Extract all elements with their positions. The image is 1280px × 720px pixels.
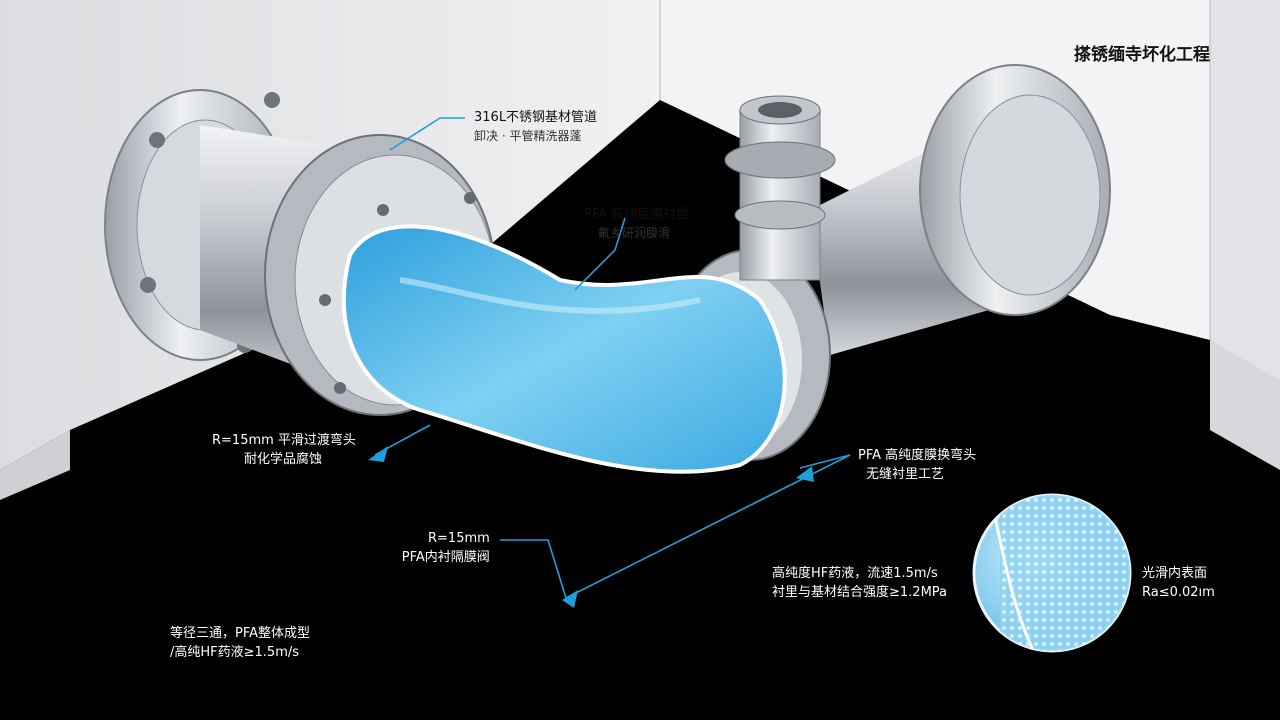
callout-tee-line2: /高纯HF药液≥1.5m/s bbox=[170, 645, 300, 660]
leader-arrows bbox=[368, 446, 814, 608]
pfa-lining-elbow bbox=[341, 224, 787, 474]
leader-lines bbox=[374, 117, 851, 600]
callout-pfa-lining-line2: 氟乡研润膜滑 bbox=[598, 226, 671, 240]
callout-hf-flow-line2: 衬里与基材结合强度≥1.2MPa bbox=[772, 585, 948, 600]
callout-seamless-line1: PFA 高纯度膜换弯头 bbox=[858, 448, 977, 463]
callout-seamless: PFA 高纯度膜换弯头 无缝衬里工艺 bbox=[858, 446, 976, 484]
callout-base-pipe-line2: 卸决 · 平管精洗器蓬 bbox=[474, 129, 582, 143]
callout-elbow: R=15mm 平滑过渡弯头 耐化学品腐蚀 bbox=[212, 431, 356, 469]
callout-base-pipe: 316L不锈钢基材管道 卸决 · 平管精洗器蓬 bbox=[474, 108, 597, 146]
callout-surface-line2: Ra≤0.02ım bbox=[1142, 585, 1215, 600]
tee-port bbox=[724, 95, 836, 281]
callout-surface-line1: 光滑内表面 bbox=[1142, 566, 1208, 581]
page-title: 搽锈缅寺坏化工程 bbox=[1074, 45, 1210, 65]
callout-pfa-lining: PFA 高纯度膜衬里 氟乡研润膜滑 bbox=[584, 205, 689, 243]
callout-elbow-line2: 耐化学品腐蚀 bbox=[244, 452, 323, 467]
callout-hf-flow: 高纯度HF药液，流速1.5m/s 衬里与基材结合强度≥1.2MPa bbox=[772, 564, 947, 602]
callout-pfa-lining-line1: PFA 高纯度膜衬里 bbox=[584, 207, 690, 222]
callout-tee-line1: 等径三通，PFA整体成型 bbox=[170, 626, 311, 641]
callout-hf-flow-line1: 高纯度HF药液，流速1.5m/s bbox=[772, 566, 938, 581]
callout-valve-line2: PFA内衬隔膜阀 bbox=[401, 550, 490, 565]
callout-seamless-line2: 无缝衬里工艺 bbox=[866, 467, 945, 482]
callout-base-pipe-line1: 316L不锈钢基材管道 bbox=[474, 110, 598, 125]
callout-valve-line1: R=15mm bbox=[428, 531, 490, 546]
callout-valve: R=15mm PFA内衬隔膜阀 bbox=[398, 529, 490, 567]
callout-surface: 光滑内表面 Ra≤0.02ım bbox=[1142, 564, 1215, 602]
callout-tee: 等径三通，PFA整体成型 /高纯HF药液≥1.5m/s bbox=[170, 624, 310, 662]
right-pipe bbox=[810, 64, 1111, 355]
surface-zoom-disk bbox=[972, 493, 1132, 653]
callout-elbow-line1: R=15mm 平滑过渡弯头 bbox=[212, 433, 356, 448]
